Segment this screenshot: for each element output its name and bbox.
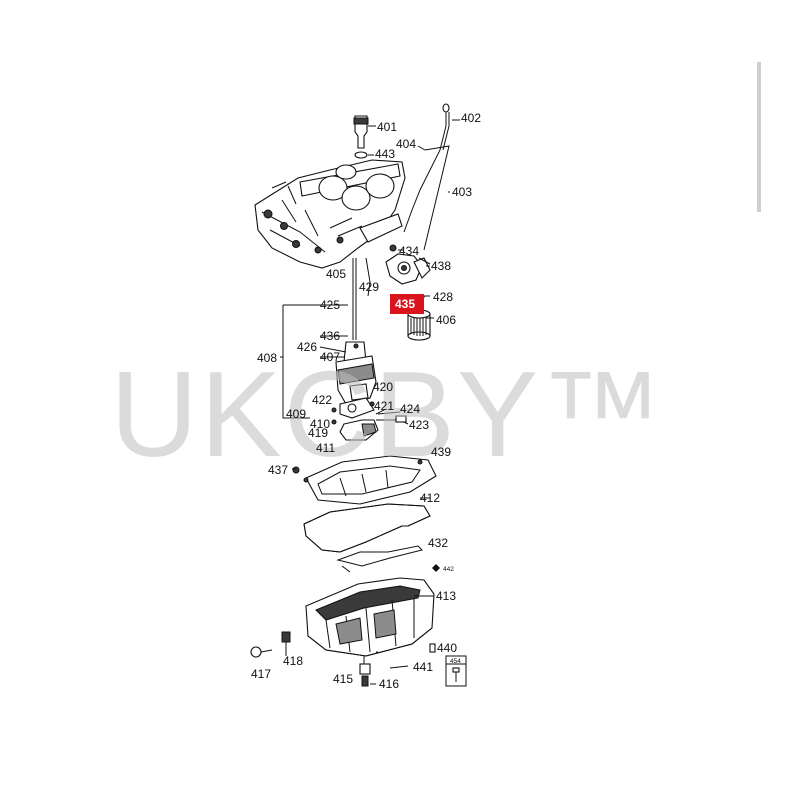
callout-437[interactable]: 437 <box>268 463 288 477</box>
part-434-438-filter-adapter <box>385 244 431 285</box>
part-412-gasket <box>303 503 431 553</box>
callout-410[interactable]: 410 <box>310 417 330 431</box>
highlight-435[interactable] <box>390 294 424 314</box>
callout-421[interactable]: 421 <box>374 399 394 413</box>
part-415-416-drain-plug <box>359 656 376 687</box>
callout-401[interactable]: 401 <box>377 120 397 134</box>
callout-405[interactable]: 405 <box>326 267 346 281</box>
callout-408[interactable]: 408 <box>257 351 277 365</box>
part-442-marker <box>432 564 440 572</box>
part-406-oil-filter <box>407 309 431 341</box>
callout-436[interactable]: 436 <box>320 329 340 343</box>
callout-bracket <box>280 304 348 419</box>
callout-432[interactable]: 432 <box>428 536 448 550</box>
callout-422[interactable]: 422 <box>312 393 332 407</box>
callout-404[interactable]: 404 <box>396 137 416 151</box>
callout-440[interactable]: 440 <box>437 641 457 655</box>
part-443-seal <box>354 151 368 159</box>
callout-402[interactable]: 402 <box>461 111 481 125</box>
part-423-424-screen <box>376 411 407 423</box>
callout-428[interactable]: 428 <box>433 290 453 304</box>
callout-454[interactable]: 454 <box>450 658 461 665</box>
scrollbar[interactable] <box>757 62 761 212</box>
callout-406[interactable]: 406 <box>436 313 456 327</box>
part-407-409-oil-pump <box>335 341 377 405</box>
callout-418[interactable]: 418 <box>283 654 303 668</box>
callout-415[interactable]: 415 <box>333 672 353 686</box>
callout-423[interactable]: 423 <box>409 418 429 432</box>
part-439-baffle <box>292 455 437 505</box>
part-402-403-dipstick <box>403 103 460 251</box>
part-405-shaft <box>352 257 371 340</box>
engine-block <box>254 159 406 269</box>
part-401-sensor <box>353 115 376 149</box>
callout-413[interactable]: 413 <box>436 589 456 603</box>
callout-403[interactable]: 403 <box>452 185 472 199</box>
callout-417[interactable]: 417 <box>251 667 271 681</box>
part-432-tube <box>336 545 423 573</box>
callout-429[interactable]: 429 <box>359 280 379 294</box>
callout-442[interactable]: 442 <box>443 566 454 573</box>
part-413-oil-pan <box>305 577 435 657</box>
watermark: UKCBY™ <box>110 346 664 482</box>
callout-434[interactable]: 434 <box>399 244 419 258</box>
callout-439[interactable]: 439 <box>431 445 451 459</box>
part-440-441-fasteners <box>389 643 436 669</box>
leader-lines <box>292 257 434 653</box>
callout-409[interactable]: 409 <box>286 407 306 421</box>
callout-435[interactable]: 435 <box>395 297 415 311</box>
callout-425[interactable]: 425 <box>320 298 340 312</box>
callout-411[interactable]: 411 <box>316 441 335 455</box>
callout-424[interactable]: 424 <box>400 402 420 416</box>
callout-441[interactable]: 441 <box>413 660 433 674</box>
part-410-421-pickup <box>331 397 379 441</box>
callout-407[interactable]: 407 <box>320 350 340 364</box>
callout-443[interactable]: 443 <box>375 147 395 161</box>
callout-438[interactable]: 438 <box>431 259 451 273</box>
part-417-418-bolts <box>250 631 291 658</box>
callout-416[interactable]: 416 <box>379 677 399 691</box>
part-454-legend-box <box>445 655 467 687</box>
callout-426[interactable]: 426 <box>297 340 317 354</box>
callout-420[interactable]: 420 <box>373 380 393 394</box>
callout-412[interactable]: 412 <box>420 491 440 505</box>
callout-419[interactable]: 419 <box>308 426 328 440</box>
callout-labels: 401 402 403 404 405 406 407 408 409 410 … <box>251 111 481 691</box>
